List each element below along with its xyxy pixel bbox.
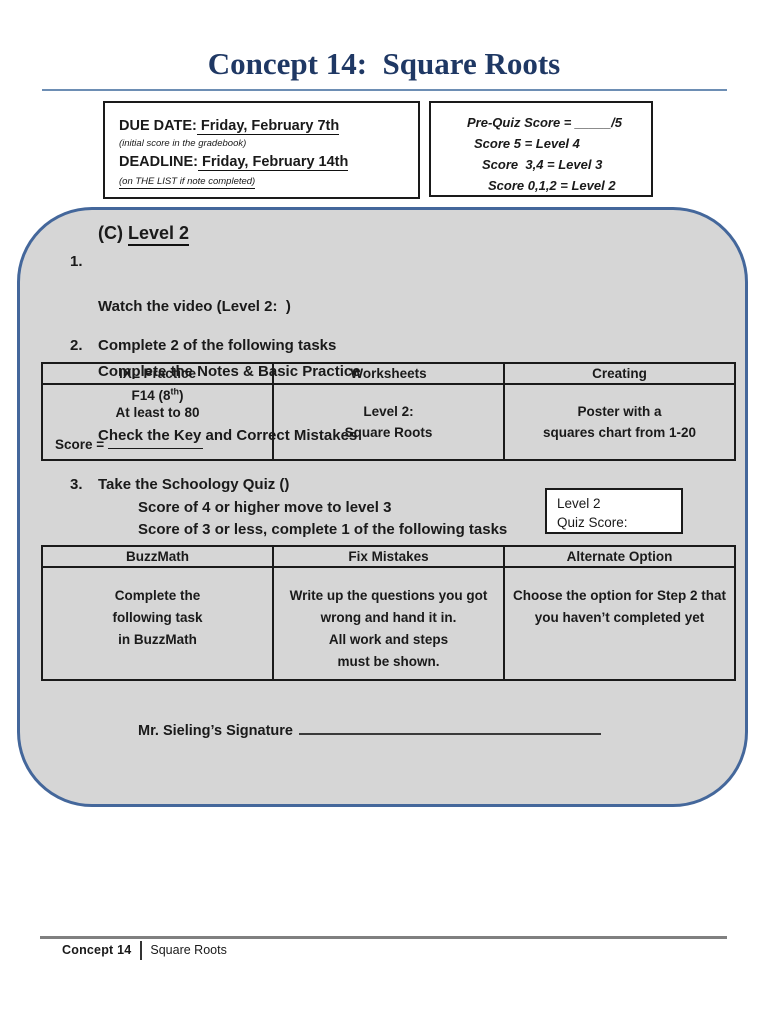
footer-topic-label: Square Roots — [150, 943, 227, 957]
tasks-cell-worksheets: Level 2: Square Roots — [272, 383, 505, 461]
fix-line1: Write up the questions you got — [289, 588, 488, 603]
tasks-cell-creating: Poster with a squares chart from 1-20 — [503, 383, 736, 461]
ixl-target-line: At least to 80 — [115, 405, 200, 420]
options-cell-fix-mistakes: Write up the questions you got wrong and… — [272, 566, 505, 681]
tasks-cell-ixl: F14 (8th) At least to 80 Score = — [41, 383, 274, 461]
creating-line2: squares chart from 1-20 — [542, 425, 697, 440]
level2-heading: (C)Level 2 — [98, 223, 190, 246]
prequiz-score-box: Pre-Quiz Score = _____/5 Score 5 = Level… — [429, 101, 653, 197]
options-header-alternate: Alternate Option — [503, 545, 736, 568]
worksheet-line1: Level 2: — [363, 404, 414, 419]
fix-line4: must be shown. — [337, 654, 440, 669]
page-title: Concept 14: Square Roots — [207, 46, 561, 81]
options-cell-buzzmath: Complete the following task in BuzzMath — [41, 566, 274, 681]
tasks-header-worksheets: Worksheets — [272, 362, 505, 385]
prequiz-level2-line: Score 0,1,2 = Level 2 — [488, 178, 616, 193]
level2-heading-label: Level 2 — [128, 223, 190, 246]
due-date-label: DUE DATE: — [119, 118, 197, 134]
alternate-line1: Choose the option for Step 2 that — [513, 588, 726, 603]
due-date-line: DUE DATE: Friday, February 7th — [119, 118, 410, 135]
level2-card: (C)Level 2 1. Watch the video (Level 2: … — [17, 207, 748, 807]
deadline-line: DEADLINE: Friday, February 14th — [119, 154, 410, 171]
fix-line3: All work and steps — [328, 632, 449, 647]
quiz-box-level: Level 2 — [557, 496, 601, 511]
buzzmath-line2: following task — [112, 610, 203, 625]
footer-rule — [40, 936, 727, 939]
signature-label: Mr. Sieling’s Signature — [138, 723, 293, 739]
worksheet-line2: Square Roots — [344, 425, 433, 440]
prequiz-level4-line: Score 5 = Level 4 — [474, 136, 580, 151]
creating-line1: Poster with a — [577, 404, 662, 419]
tasks-table-body-row: F14 (8th) At least to 80 Score = Level 2… — [41, 383, 736, 461]
quiz-score-box: Level 2 Quiz Score: — [545, 488, 683, 534]
due-date-value: Friday, February 7th — [196, 118, 340, 135]
title-underline-rule — [42, 89, 727, 91]
level2-heading-prefix: (C) — [98, 223, 123, 243]
options-table-body-row: Complete the following task in BuzzMath … — [41, 566, 736, 681]
step2-text: Complete 2 of the following tasks — [98, 337, 337, 354]
options-table: BuzzMath Fix Mistakes Alternate Option C… — [41, 545, 736, 681]
ixl-code-close: ) — [179, 388, 184, 403]
ixl-code-sup: th — [170, 386, 180, 397]
deadline-value: Friday, February 14th — [197, 154, 349, 171]
step1-line-video: Watch the video (Level 2: ) — [98, 298, 291, 315]
prequiz-score-line: Pre-Quiz Score = _____/5 — [467, 115, 623, 130]
buzzmath-line1: Complete the — [114, 588, 201, 603]
due-date-box: DUE DATE: Friday, February 7th (initial … — [103, 101, 420, 199]
footer: Concept 14 Square Roots — [62, 940, 227, 960]
ixl-score-line: Score = — [55, 436, 203, 452]
ixl-code: F14 (8 — [131, 388, 171, 403]
step3-sub2: Score of 3 or less, complete 1 of the fo… — [138, 521, 508, 538]
alternate-line2: you haven’t completed yet — [534, 610, 705, 625]
step2-number: 2. — [70, 337, 83, 354]
tasks-header-ixl: IXL Practice — [41, 362, 274, 385]
step3-number: 3. — [70, 476, 83, 493]
options-header-fix-mistakes: Fix Mistakes — [272, 545, 505, 568]
options-cell-alternate: Choose the option for Step 2 that you ha… — [503, 566, 736, 681]
signature-row: Mr. Sieling’s Signature — [138, 720, 601, 739]
step3-sub1: Score of 4 or higher move to level 3 — [138, 499, 392, 516]
tasks-table: IXL Practice Worksheets Creating F14 (8t… — [41, 362, 736, 461]
due-date-note: (initial score in the gradebook) — [119, 138, 247, 149]
deadline-label: DEADLINE: — [119, 154, 198, 170]
options-header-buzzmath: BuzzMath — [41, 545, 274, 568]
step3-text: Take the Schoology Quiz () — [98, 476, 290, 493]
signature-blank-line — [298, 720, 601, 735]
tasks-table-header-row: IXL Practice Worksheets Creating — [41, 362, 736, 385]
quiz-box-score-label: Quiz Score: — [557, 515, 628, 530]
footer-concept-label: Concept 14 — [62, 943, 132, 957]
tasks-header-creating: Creating — [503, 362, 736, 385]
ixl-task-line: F14 (8th) — [43, 386, 272, 403]
options-table-header-row: BuzzMath Fix Mistakes Alternate Option — [41, 545, 736, 568]
fix-line2: wrong and hand it in. — [320, 610, 457, 625]
ixl-score-blank — [107, 436, 203, 449]
prequiz-level3-line: Score 3,4 = Level 3 — [482, 157, 603, 172]
step1-number: 1. — [70, 253, 83, 270]
buzzmath-line3: in BuzzMath — [118, 632, 197, 647]
deadline-note: (on THE LIST if note completed) — [119, 176, 256, 189]
footer-divider — [140, 940, 143, 960]
ixl-score-label: Score = — [55, 437, 105, 452]
